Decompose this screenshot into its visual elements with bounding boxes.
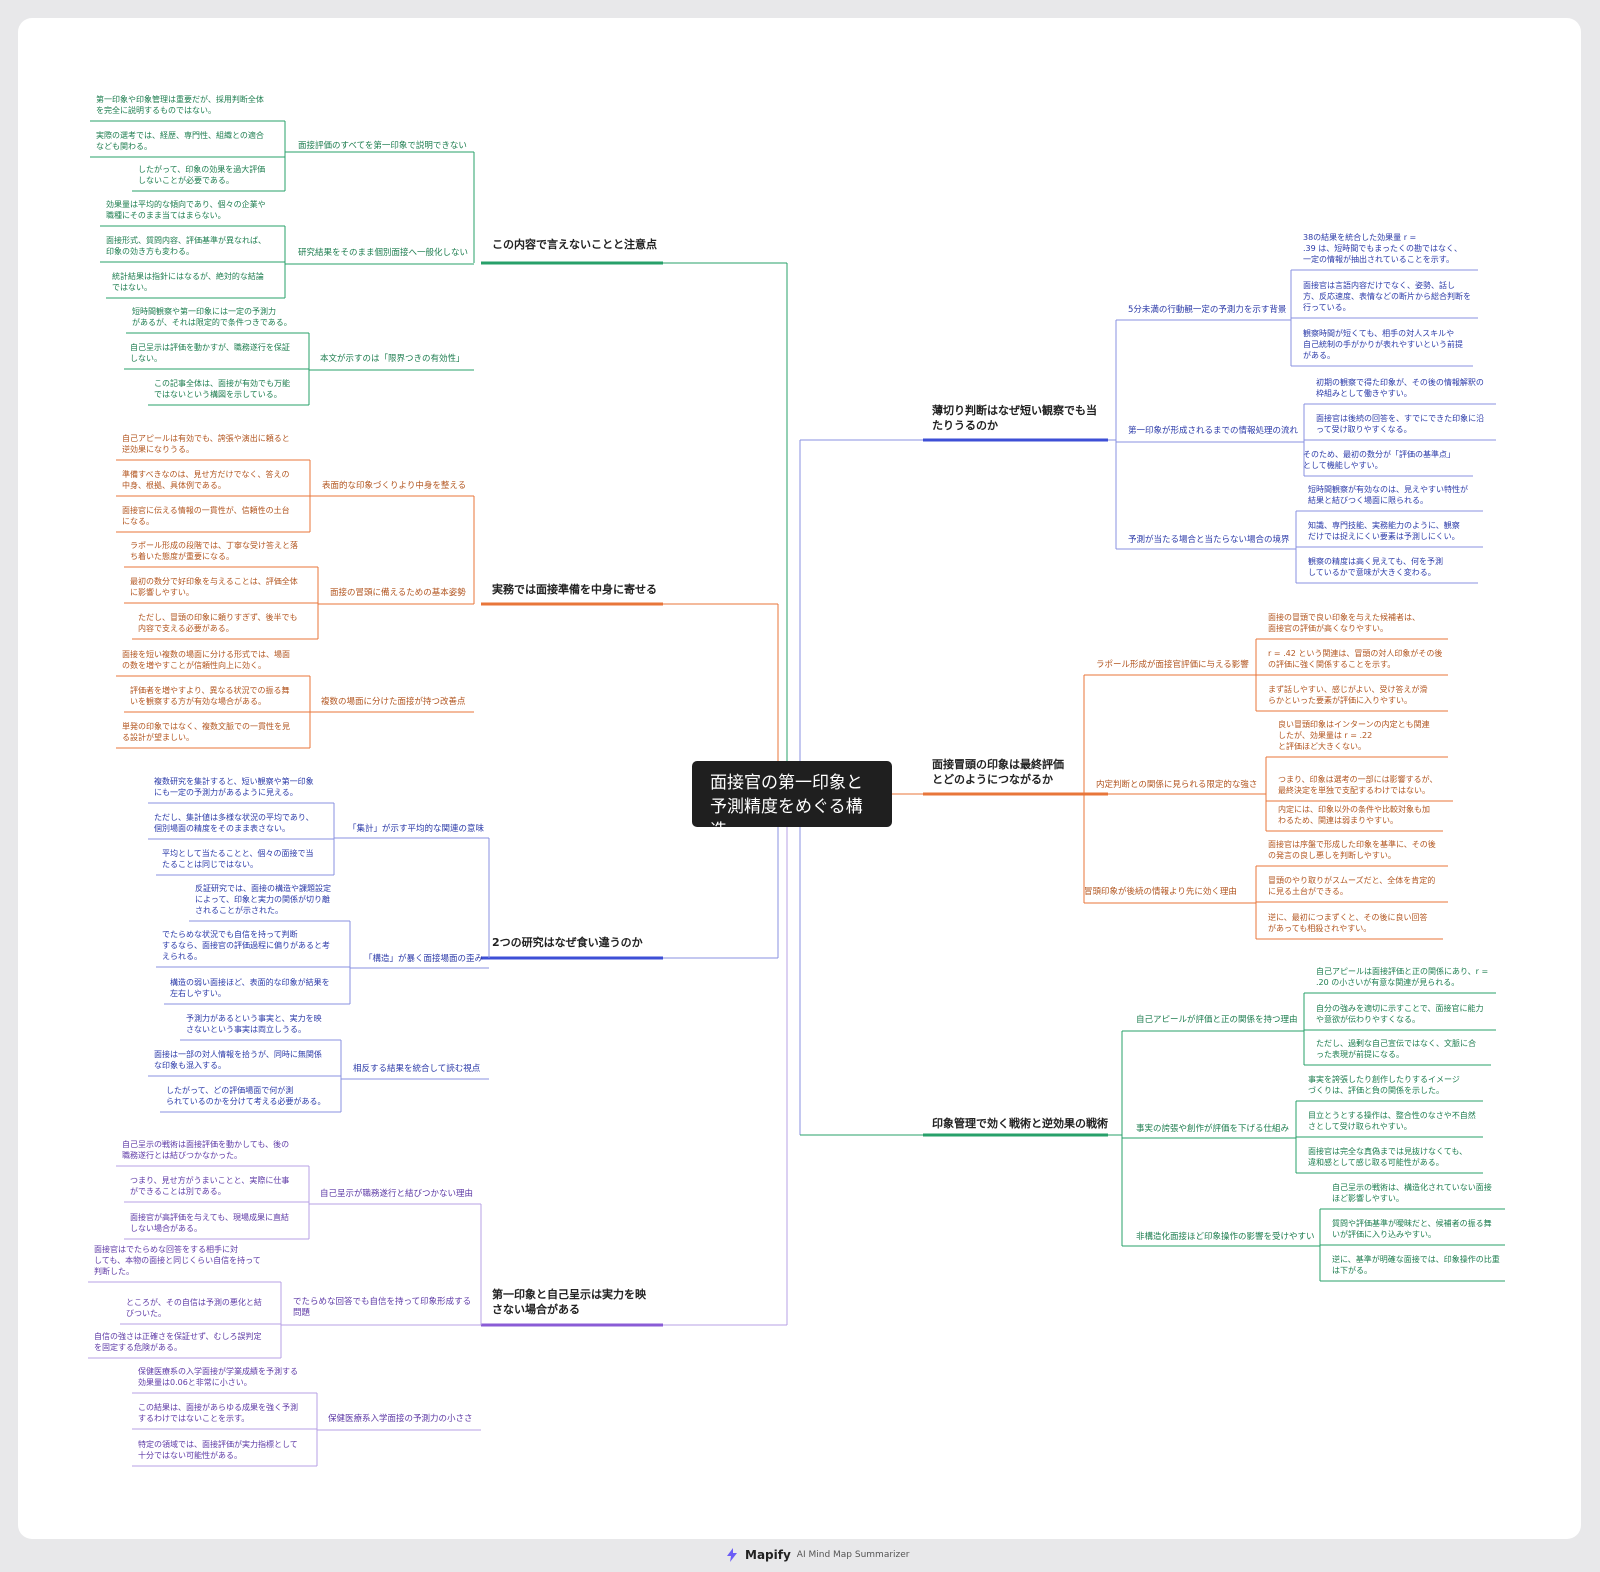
subtopic[interactable]: 第一印象が形成されるまでの情報処理の流れ	[1128, 426, 1299, 436]
leaf-note[interactable]: 面接官はでたらめな回答をする相手に対 しても、本物の面接と同じくらい自信を持って…	[94, 1245, 261, 1276]
subtopic[interactable]: 複数の場面に分けた面接が持つ改善点	[321, 697, 466, 707]
central-topic[interactable]: 面接官の第一印象と 予測精度をめぐる構造	[692, 761, 892, 841]
leaf-note[interactable]: 保健医療系の入学面接が学業成績を予測する 効果量は0.06と非常に小さい。	[138, 1367, 298, 1387]
leaf-note[interactable]: 面接の冒頭で良い印象を与えた候補者は、 面接官の評価が高くなりやすい。	[1268, 613, 1420, 633]
subtopic[interactable]: 面接の冒頭に備えるための基本姿勢	[330, 588, 466, 598]
leaf-note[interactable]: 面接官は完全な真偽までは見抜けなくても、 違和感として感じ取る可能性がある。	[1308, 1147, 1468, 1167]
leaf-note[interactable]: そのため、最初の数分が「評価の基準点」 として機能しやすい。	[1303, 450, 1455, 470]
leaf-note[interactable]: 良い冒頭印象はインターンの内定とも関連 したが、効果量は r = .22 と評価…	[1278, 720, 1430, 751]
footer-tagline: AI Mind Map Summarizer	[796, 1550, 910, 1560]
leaf-note[interactable]: この結果は、面接があらゆる成果を強く予測 するわけではないことを示す。	[138, 1403, 298, 1423]
leaf-note[interactable]: r = .42 という関連は、冒頭の対人印象がその後 の評価に強く関係することを…	[1268, 649, 1443, 669]
leaf-note[interactable]: 自己アピールは有効でも、誇張や演出に頼ると 逆効果になりうる。	[122, 434, 290, 454]
leaf-note[interactable]: ただし、過剰な自己宣伝ではなく、文脈に合 った表現が前提になる。	[1316, 1039, 1476, 1059]
leaf-note[interactable]: まず話しやすい、感じがよい、受け答えが滑 らかといった要素が評価に入りやすい。	[1268, 685, 1428, 705]
subtopic[interactable]: 自己呈示が職務遂行と結びつかない理由	[320, 1189, 474, 1199]
subtopic[interactable]: 研究結果をそのまま個別面接へ一般化しない	[298, 248, 469, 258]
leaf-note[interactable]: 自信の強さは正確さを保証せず、むしろ誤判定 を固定する危険がある。	[94, 1332, 262, 1352]
leaf-note[interactable]: 単発の印象ではなく、複数文脈での一貫性を見 る設計が望ましい。	[122, 722, 290, 742]
leaf-note[interactable]: 内定には、印象以外の条件や比較対象も加 わるため、関連は弱まりやすい。	[1278, 805, 1430, 825]
subtopic[interactable]: 非構造化面接ほど印象操作の影響を受けやすい	[1136, 1232, 1315, 1242]
leaf-note[interactable]: 自己呈示は評価を動かすが、職務遂行を保証 しない。	[130, 343, 290, 363]
leaf-note[interactable]: 面接官は言語内容だけでなく、姿勢、話し 方、反応速度、表情などの断片から総合判断…	[1303, 281, 1471, 312]
leaf-note[interactable]: 面接官は序盤で形成した印象を基準に、その後 の発言の良し悪しを判断しやすい。	[1268, 840, 1436, 860]
subtopic[interactable]: 「構造」が暴く面接場面の歪み	[364, 954, 484, 964]
subtopic[interactable]: 予測が当たる場合と当たらない場合の境界	[1128, 535, 1290, 545]
leaf-note[interactable]: ラポール形成の段階では、丁寧な受け答えと落 ち着いた態度が重要になる。	[130, 541, 298, 561]
leaf-note[interactable]: 目立とうとする操作は、整合性のなさや不自然 さとして受け取られやすい。	[1308, 1111, 1476, 1131]
leaf-note[interactable]: この記事全体は、面接が有効でも万能 ではないという構図を示している。	[154, 379, 290, 399]
leaf-note[interactable]: 事実を誇張したり創作したりするイメージ づくりは、評価と負の関係を示した。	[1308, 1075, 1460, 1095]
leaf-note[interactable]: 特定の領域では、面接評価が実力指標として 十分ではない可能性がある。	[138, 1440, 298, 1460]
leaf-note[interactable]: したがって、どの評価場面で何が測 られているのかを分けて考える必要がある。	[166, 1086, 326, 1106]
leaf-note[interactable]: 面接を短い複数の場面に分ける形式では、場面 の数を増やすことが信頼性向上に効く。	[122, 650, 290, 670]
branch-topic[interactable]: 実務では面接準備を中身に寄せる	[492, 583, 657, 596]
leaf-note[interactable]: 自己呈示の戦術は面接評価を動かしても、後の 職務遂行とは結びつかなかった。	[122, 1140, 290, 1160]
subtopic[interactable]: 冒頭印象が後続の情報より先に効く理由	[1084, 887, 1237, 897]
leaf-note[interactable]: 自分の強みを適切に示すことで、面接官に能力 や意欲が伝わりやすくなる。	[1316, 1004, 1484, 1024]
leaf-note[interactable]: 質問や評価基準が曖昧だと、候補者の振る舞 いが評価に入り込みやすい。	[1332, 1219, 1492, 1239]
leaf-note[interactable]: つまり、印象は選考の一部には影響するが、 最終決定を単独で支配するわけではない。	[1278, 775, 1438, 795]
leaf-note[interactable]: 評価者を増やすより、異なる状況での振る舞 いを観察する方が有効な場合がある。	[130, 686, 290, 706]
branch-topic[interactable]: 面接冒頭の印象は最終評価 とどのようにつながるか	[932, 758, 1064, 786]
leaf-note[interactable]: 観察の精度は高く見えても、何を予測 しているかで意味が大きく変わる。	[1308, 557, 1443, 577]
leaf-note[interactable]: 知識、専門技能、実務能力のように、観察 だけでは捉えにくい要素は予測しにくい。	[1308, 521, 1460, 541]
leaf-note[interactable]: したがって、印象の効果を過大評価 しないことが必要である。	[138, 165, 266, 185]
leaf-note[interactable]: つまり、見せ方がうまいことと、実際に仕事 ができることは別である。	[130, 1176, 290, 1196]
leaf-note[interactable]: 実際の選考では、経歴、専門性、組織との適合 なども関わる。	[96, 131, 264, 151]
footer-branding[interactable]: Mapify AI Mind Map Summarizer	[725, 1548, 910, 1562]
leaf-note[interactable]: 最初の数分で好印象を与えることは、評価全体 に影響しやすい。	[130, 577, 298, 597]
leaf-note[interactable]: でたらめな状況でも自信を持って判断 するなら、面接官の評価過程に偏りがあると考 …	[162, 930, 330, 961]
branch-topic[interactable]: この内容で言えないことと注意点	[492, 238, 657, 251]
subtopic[interactable]: 5分未満の行動観一定の予測力を示す背景	[1128, 305, 1287, 315]
branch-topic[interactable]: 薄切り判断はなぜ短い観察でも当 たりうるのか	[932, 404, 1097, 432]
leaf-note[interactable]: 逆に、最初につまずくと、その後に良い回答 があっても相殺されやすい。	[1268, 913, 1428, 933]
leaf-note[interactable]: 短時間観察が有効なのは、見えやすい特性が 結果と結びつく場面に限られる。	[1308, 485, 1468, 505]
subtopic[interactable]: 保健医療系入学面接の予測力の小ささ	[328, 1414, 473, 1424]
leaf-note[interactable]: 短時間観察や第一印象には一定の予測力 があるが、それは限定的で条件つきである。	[132, 307, 292, 327]
subtopic[interactable]: 表面的な印象づくりより中身を整える	[322, 481, 467, 491]
leaf-note[interactable]: 逆に、基準が明確な面接では、印象操作の比重 は下がる。	[1332, 1255, 1500, 1275]
leaf-note[interactable]: 第一印象や印象管理は重要だが、採用判断全体 を完全に説明するものではない。	[96, 95, 264, 115]
mapify-logo-icon	[727, 1548, 737, 1562]
leaf-note[interactable]: 予測力があるという事実と、実力を映 さないという事実は両立しうる。	[186, 1014, 322, 1034]
leaf-note[interactable]: 観察時間が短くても、相手の対人スキルや 自己統制の手がかりが表れやすいという前提…	[1303, 329, 1463, 360]
leaf-note[interactable]: 反証研究では、面接の構造や課題設定 によって、印象と実力の関係が切り離 されるこ…	[195, 884, 331, 915]
subtopic[interactable]: 面接評価のすべてを第一印象で説明できない	[298, 141, 467, 151]
subtopic[interactable]: 事実の誇張や創作が評価を下げる仕組み	[1136, 1124, 1290, 1134]
leaf-note[interactable]: 平均として当たることと、個々の面接で当 たることは同じではない。	[162, 849, 314, 869]
leaf-note[interactable]: 38の結果を統合した効果量 r = .39 は、短時間でもまったくの勘ではなく、…	[1303, 233, 1462, 264]
leaf-note[interactable]: 面接は一部の対人情報を拾うが、同時に無関係 な印象も混入する。	[154, 1050, 322, 1070]
subtopic[interactable]: ラポール形成が面接官評価に与える影響	[1096, 660, 1249, 670]
subtopic[interactable]: 相反する結果を統合して読む視点	[353, 1064, 481, 1074]
subtopic[interactable]: 本文が示すのは「限界つきの有効性」	[320, 354, 465, 364]
subtopic[interactable]: でたらめな回答でも自信を持って印象形成する 問題	[293, 1297, 472, 1319]
leaf-note[interactable]: 統計結果は指針にはなるが、絶対的な結論 ではない。	[112, 272, 264, 292]
leaf-note[interactable]: 面接官に伝える情報の一貫性が、信頼性の土台 になる。	[122, 506, 290, 526]
subtopic[interactable]: 自己アピールが評価と正の関係を持つ理由	[1136, 1015, 1298, 1025]
leaf-note[interactable]: 準備すべきなのは、見せ方だけでなく、答えの 中身、根拠、具体例である。	[122, 470, 290, 490]
leaf-note[interactable]: ところが、その自信は予測の悪化と結 びついた。	[126, 1298, 262, 1318]
leaf-note[interactable]: 構造の弱い面接ほど、表面的な印象が結果を 左右しやすい。	[170, 978, 330, 998]
leaf-note[interactable]: ただし、冒頭の印象に頼りすぎず、後半でも 内容で支える必要がある。	[138, 613, 298, 633]
branch-topic[interactable]: 第一印象と自己呈示は実力を映 さない場合がある	[492, 1288, 646, 1316]
leaf-note[interactable]: 面接官は後続の回答を、すでにできた印象に沿 って受け取りやすくなる。	[1316, 414, 1485, 434]
leaf-note[interactable]: 面接官が高評価を与えても、現場成果に直結 しない場合がある。	[130, 1213, 289, 1233]
leaf-note[interactable]: 冒頭のやり取りがスムーズだと、全体を肯定的 に見る土台ができる。	[1268, 876, 1436, 896]
leaf-note[interactable]: 効果量は平均的な傾向であり、個々の企業や 職種にそのまま当てはまらない。	[106, 200, 266, 220]
leaf-note[interactable]: ただし、集計値は多様な状況の平均であり、 個別場面の精度をそのまま表さない。	[154, 813, 314, 833]
leaf-note[interactable]: 自己呈示の戦術は、構造化されていない面接 ほど影響しやすい。	[1332, 1183, 1492, 1203]
leaf-note[interactable]: 自己アピールは面接評価と正の関係にあり、r = .20 の小さいが有意な関連が見…	[1316, 967, 1489, 987]
leaf-note[interactable]: 面接形式、質問内容、評価基準が異なれば、 印象の効き方も変わる。	[106, 236, 266, 256]
leaf-note[interactable]: 複数研究を集計すると、短い観察や第一印象 にも一定の予測力があるように見える。	[154, 777, 314, 797]
leaf-note[interactable]: 初期の観察で得た印象が、その後の情報解釈の 枠組みとして働きやすい。	[1316, 378, 1484, 398]
branch-topic[interactable]: 印象管理で効く戦術と逆効果の戦術	[932, 1117, 1108, 1130]
footer-brand: Mapify	[745, 1548, 791, 1562]
branch-topic[interactable]: 2つの研究はなぜ食い違うのか	[492, 936, 643, 949]
subtopic[interactable]: 内定判断との関係に見られる限定的な強さ	[1096, 780, 1258, 790]
subtopic[interactable]: 「集計」が示す平均的な関連の意味	[348, 824, 485, 834]
